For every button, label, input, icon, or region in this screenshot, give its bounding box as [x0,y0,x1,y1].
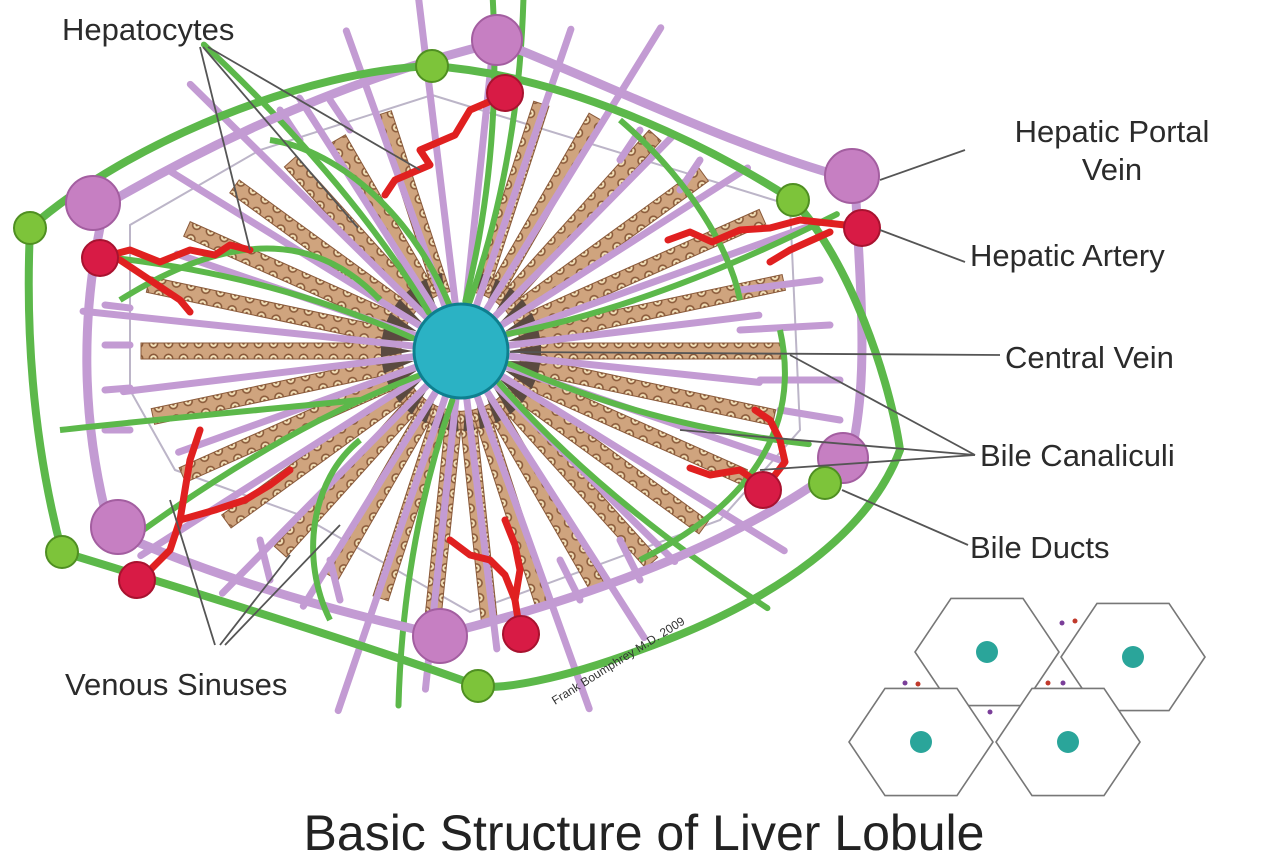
inset-portal-triad-dot [1059,620,1065,626]
bile-canaliculus-line [395,397,456,709]
label-hepatic-portal-vein-line1: Hepatic Portal [1015,114,1210,149]
inset-central-vein [976,641,998,663]
sinusoid-line [334,390,450,715]
portal-vein [471,14,523,66]
hepatic-artery-vessel [118,561,156,599]
sinusoid-line [495,371,788,555]
inset-central-vein [910,731,932,753]
inset-portal-triad-dot [987,709,993,715]
label-venous-sinuses: Venous Sinuses [65,667,287,702]
hepatic-artery-vessel [81,239,119,277]
portal-vein [90,499,146,555]
bile-duct-vessel [808,466,842,500]
sinusoid-crossbar [736,276,824,294]
hepatic-arterioles [96,91,849,636]
diagram-title: Basic Structure of Liver Lobule [304,805,985,861]
sinusoid-line [472,25,575,312]
sinusoid-line [295,94,441,317]
inset-portal-triad-dot [915,681,921,687]
inset-central-vein [1122,646,1144,668]
sinusoid-line [499,219,823,340]
sinusoid-line [462,392,501,653]
sinusoid-line [502,352,763,386]
bile-duct-vessels [13,49,842,703]
hepatic-artery-vessel [744,471,782,509]
sinusoid-line [175,362,423,456]
label-bile-canaliculi: Bile Canaliculi [980,438,1175,473]
sinusoid-crossbar [256,536,274,584]
hepatic-arteries [81,74,881,653]
inset-portal-triad-dot [902,680,908,686]
sinusoid-crossbar [326,556,344,604]
lobule [13,0,905,715]
hepatic-artery-vessel [843,209,881,247]
hepatocyte-cord [509,342,782,360]
sinusoid-line [186,80,433,323]
hepatocyte-cord [140,342,413,360]
bile-duct-vessel [776,183,810,217]
bile-duct-vessel [415,49,449,83]
bile-duct-vessel [461,669,495,703]
label-hepatocytes: Hepatocytes [62,12,234,47]
sinusoid-crossbar [101,384,134,394]
central-vein-vessel [412,302,510,400]
sinusoid-line [489,133,676,323]
bile-canaliculus-line [504,211,840,337]
label-hepatic-artery: Hepatic Artery [970,238,1165,273]
inset-portal-triad-dot [1072,618,1078,624]
bile-canaliculus-line [111,373,421,554]
bile-canaliculus-line [496,380,771,612]
sinusoid-line [481,24,665,317]
sinusoid-line [137,371,427,560]
inset-central-vein [1057,731,1079,753]
lobule-arrangement-inset [848,597,1206,797]
portal-vein [65,175,121,231]
portal-veins [65,14,880,664]
bile-duct-vessel [13,211,47,245]
bile-canaliculus-line [506,360,812,448]
hepatocyte-cord [150,355,415,425]
sinusoid-line [472,389,593,713]
sinusoid-line [299,385,441,610]
portal-vein [412,608,468,664]
bile-duct-vessel [45,535,79,569]
hepatic-artery-vessel [502,615,540,653]
leader-lines [169,46,1001,646]
label-hepatic-portal-vein-line2: Vein [1082,152,1142,187]
inset-portal-triad-dot [1045,680,1051,686]
sinusoid-line [481,385,648,642]
hepatocyte-cords [140,100,787,621]
label-central-vein: Central Vein [1005,340,1174,375]
inset-portal-triad-dot [1060,680,1066,686]
bile-canaliculus-line [200,41,432,316]
sinusoid-line [502,311,763,350]
sinusoid-crossbar [736,321,834,334]
sinusoid-line [79,307,420,350]
sinusoid-crossbar [776,406,844,424]
portal-vein [824,148,880,204]
sinusoid-line [495,164,752,331]
sinusoid-crossbar [326,96,354,134]
bile-canaliculi-channels [110,0,840,709]
label-bile-ducts: Bile Ducts [970,530,1110,565]
sinusoid-crossbar [101,301,134,312]
hepatic-artery-vessel [486,74,524,112]
hepatocyte-cord [499,379,710,535]
sinusoid-line [119,352,420,396]
